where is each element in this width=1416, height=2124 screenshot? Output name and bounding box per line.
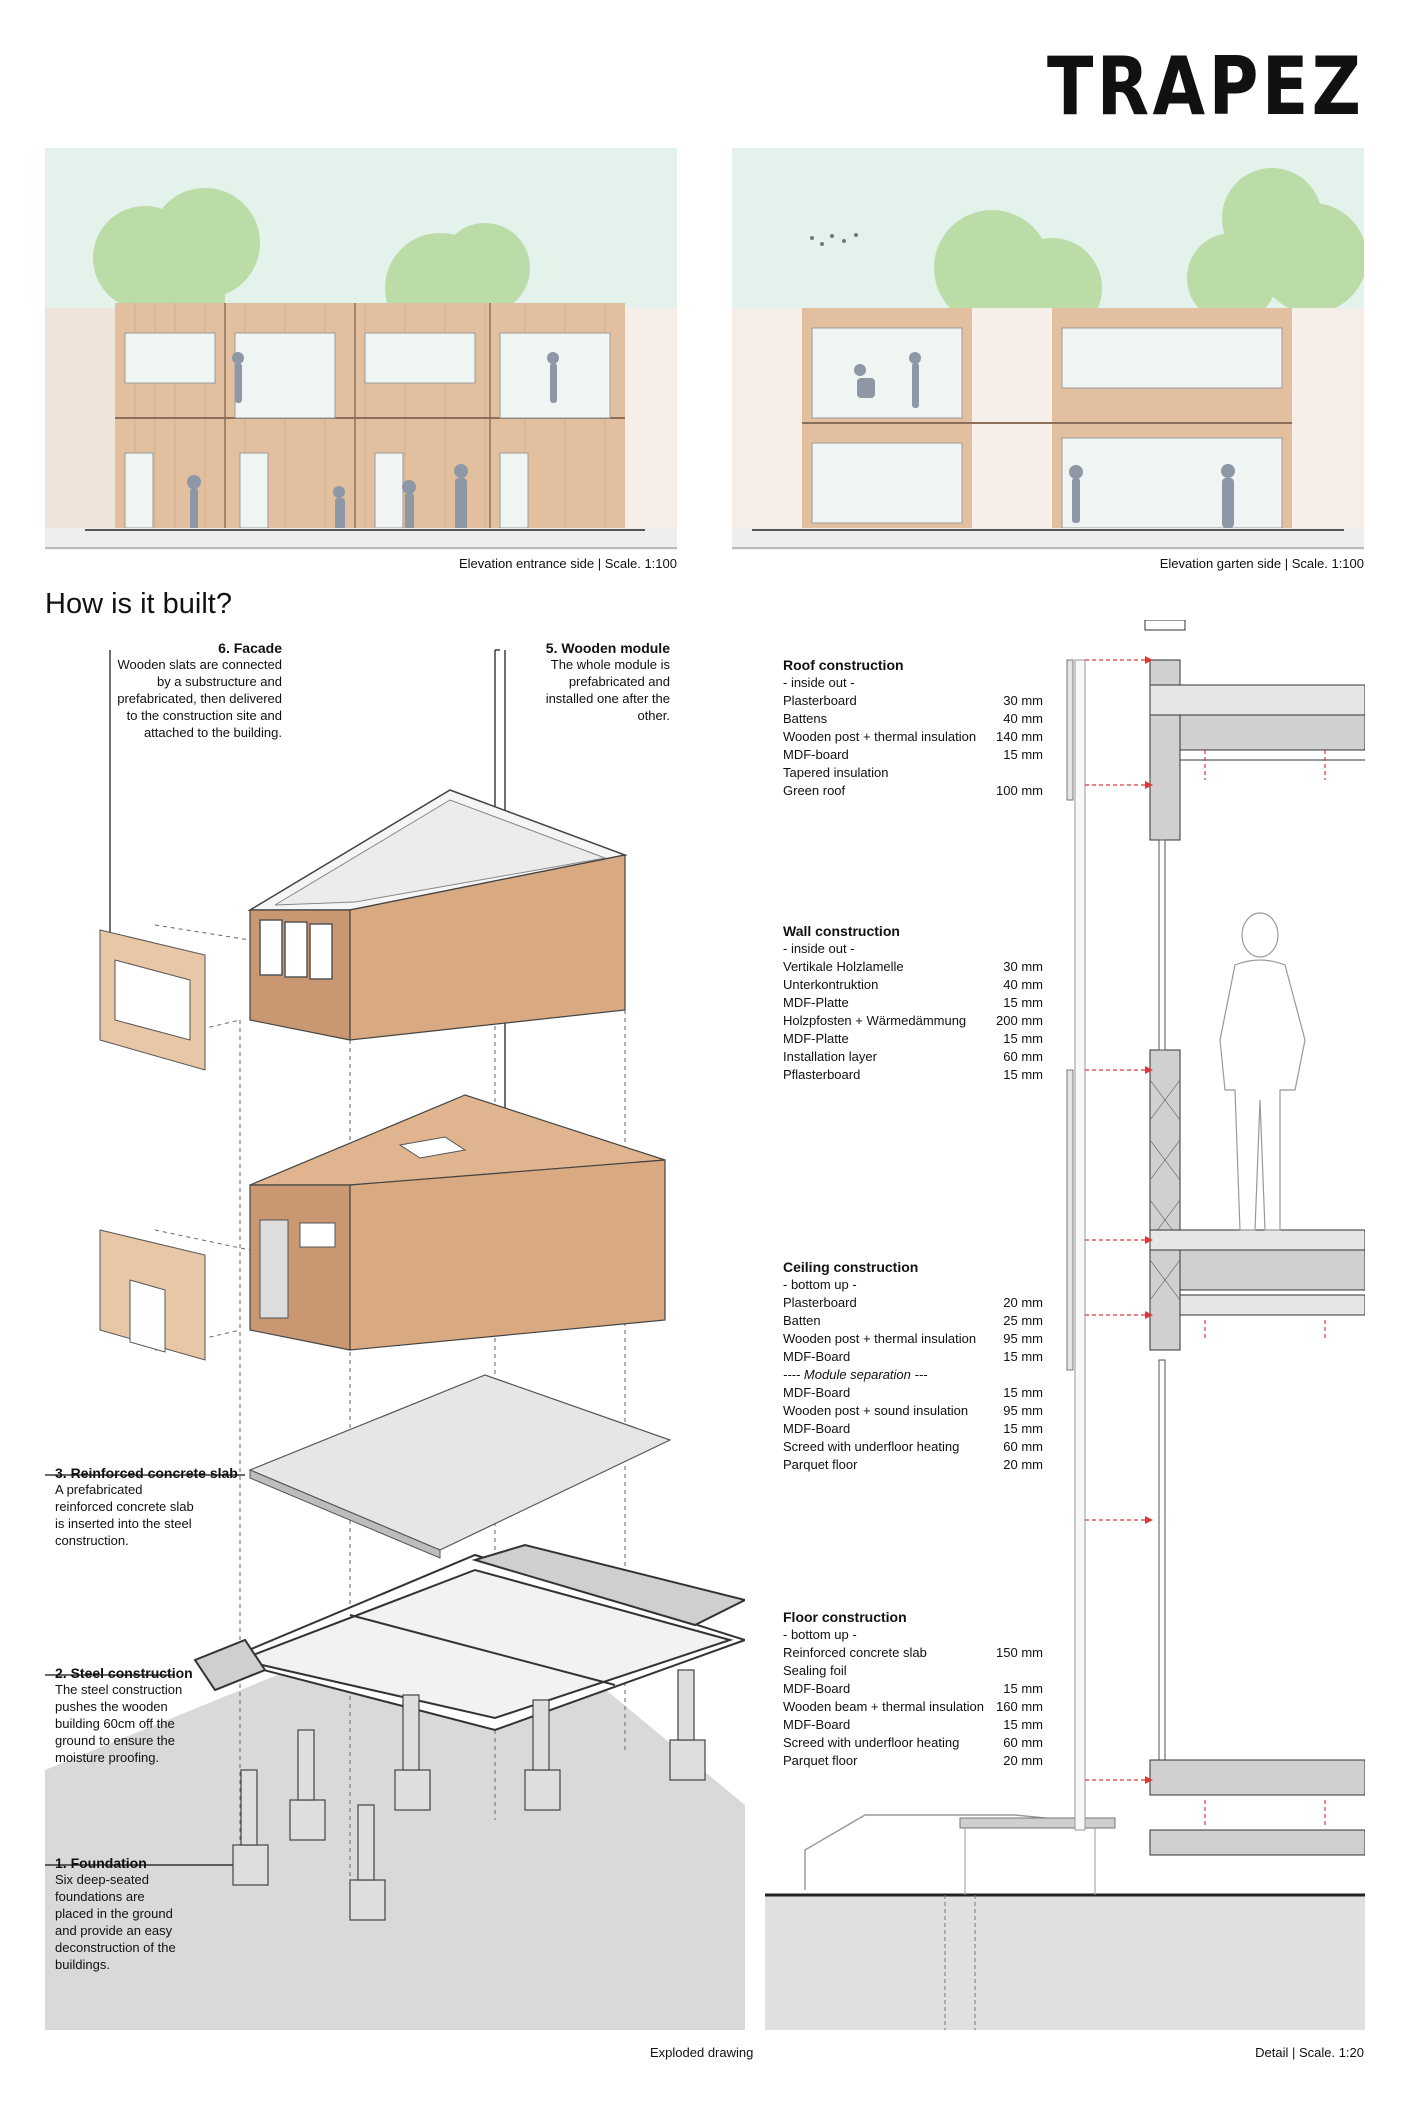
foundations <box>232 1669 706 1921</box>
detail-caption: Detail | Scale. 1:20 <box>1255 2045 1364 2060</box>
section-heading: How is it built? <box>45 588 232 620</box>
spec-row: Sealing foil <box>783 1663 847 1678</box>
annotation-wooden-module: 5. Wooden module The whole module is pre… <box>520 640 670 724</box>
annotation-title: 1. Foundation <box>55 1855 147 1871</box>
annotation-title: 6. Facade <box>218 640 282 656</box>
spec-title: Wall construction <box>783 923 900 939</box>
wooden-module-top <box>247 789 628 1041</box>
detail-section <box>765 619 1366 2030</box>
elevation-entrance-side <box>45 148 677 550</box>
spec-row: ---- Module separation --- <box>783 1367 928 1382</box>
concrete-slab <box>248 1374 672 1559</box>
spec-floor: Floor construction - bottom up - Reinfor… <box>783 1608 1043 1770</box>
spec-subtitle: - inside out - <box>783 675 855 690</box>
elevation-garden-side <box>732 148 1364 550</box>
facade-panel-top <box>99 929 206 1071</box>
annotation-title: 2. Steel construction <box>55 1665 193 1681</box>
spec-subtitle: - bottom up - <box>783 1277 857 1292</box>
spec-subtitle: - bottom up - <box>783 1627 857 1642</box>
spec-roof: Roof construction - inside out - Plaster… <box>783 656 1043 800</box>
exploded-drawing <box>45 640 749 2030</box>
spec-wall: Wall construction - inside out - Vertika… <box>783 922 1043 1084</box>
spec-row: Tapered insulation <box>783 765 889 780</box>
elevation-caption: Elevation garten side | Scale. 1:100 <box>1159 556 1364 571</box>
annotation-facade: 6. Facade Wooden slats are connected by … <box>112 640 282 741</box>
annotation-slab: 3. Reinforced concrete slab A prefabrica… <box>55 1465 275 1549</box>
spec-title: Floor construction <box>783 1609 907 1625</box>
annotation-foundation: 1. Foundation Six deep-seated foundation… <box>55 1855 185 1973</box>
spec-subtitle: - inside out - <box>783 941 855 956</box>
spec-ceiling: Ceiling construction - bottom up - Plast… <box>783 1258 1043 1474</box>
annotation-body: Six deep-seated foundations are placed i… <box>55 1872 176 1972</box>
annotation-body: The whole module is prefabricated and in… <box>545 657 670 723</box>
annotation-title: 5. Wooden module <box>545 640 670 656</box>
spec-title: Ceiling construction <box>783 1259 919 1275</box>
elevation-caption: Elevation entrance side | Scale. 1:100 <box>458 556 677 571</box>
annotation-body: A prefabricated reinforced concrete slab… <box>55 1482 194 1548</box>
exploded-caption: Exploded drawing <box>650 2045 754 2060</box>
annotation-body: Wooden slats are connected by a substruc… <box>117 657 282 740</box>
spec-title: Roof construction <box>783 657 904 673</box>
wooden-module-lower <box>249 1094 666 1351</box>
facade-panel-lower <box>99 1229 206 1361</box>
annotation-body: The steel construction pushes the wooden… <box>55 1682 183 1765</box>
annotation-title: 3. Reinforced concrete slab <box>55 1465 238 1481</box>
annotation-steel: 2. Steel construction The steel construc… <box>55 1665 215 1766</box>
page-title: TRAPEZ <box>1046 40 1364 133</box>
